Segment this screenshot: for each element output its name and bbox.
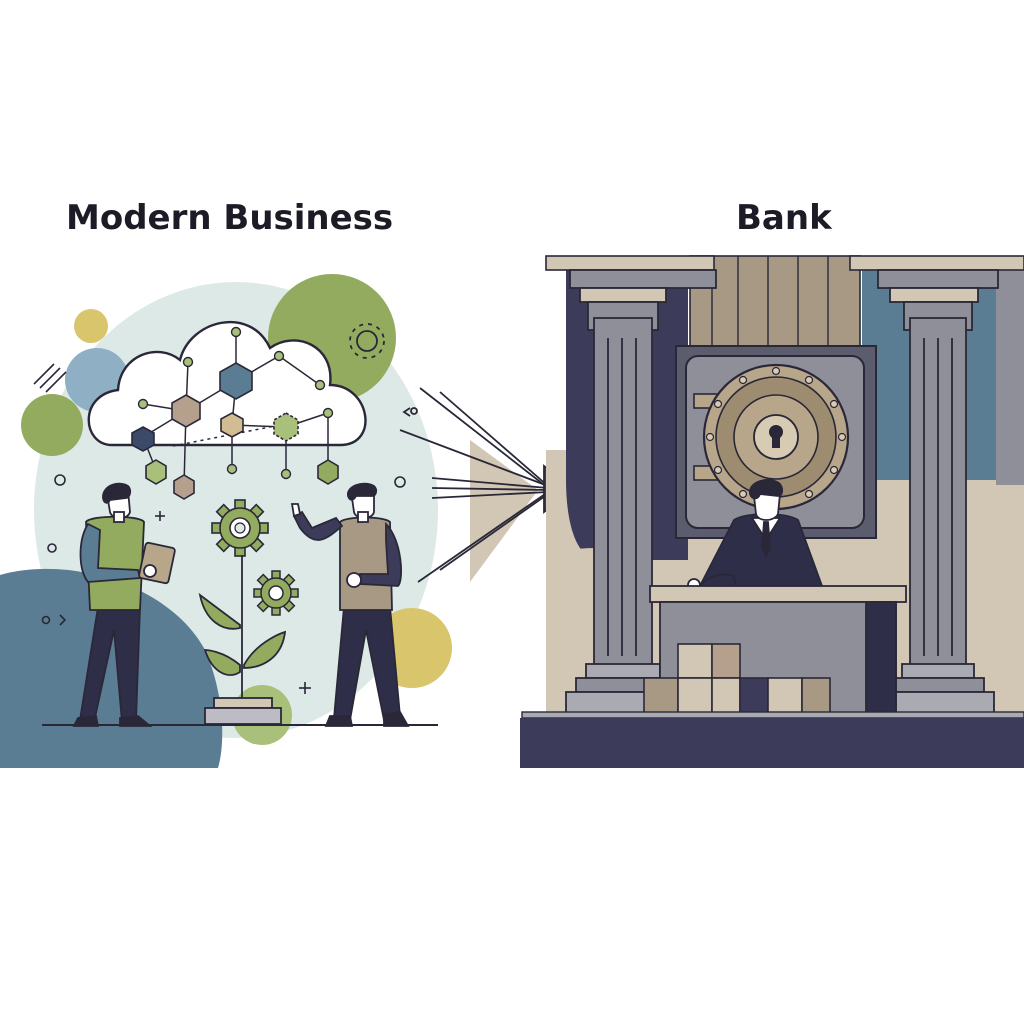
sun-ornament-icon — [349, 323, 385, 359]
wood-panel-top — [689, 255, 861, 349]
bank-title: Bank — [736, 198, 832, 238]
bank-wall-gray-strip — [996, 270, 1024, 485]
column-right — [877, 269, 999, 715]
network-hexagons — [131, 362, 339, 500]
green-circle-left — [21, 394, 83, 456]
entablature-left — [545, 255, 715, 271]
network-nodes — [137, 326, 334, 480]
decorative-plus-signs — [155, 511, 311, 694]
stacked-boxes — [643, 643, 831, 715]
modern-business-panel — [0, 274, 452, 768]
vault-door-icon — [675, 345, 877, 539]
wood-panel-slats — [711, 256, 829, 348]
modern-business-title: Modern Business — [66, 198, 394, 238]
blue-corner-blob — [0, 568, 223, 768]
keyhole-icon — [753, 414, 799, 460]
decorative-dots — [41, 474, 406, 625]
person-pointing — [290, 482, 410, 727]
bank-floor-trim — [521, 711, 1024, 719]
yellow-circle-small — [74, 309, 108, 343]
bank-floor — [520, 718, 1024, 768]
vault-bolts — [705, 366, 847, 499]
small-chevron-icon — [59, 614, 67, 626]
entablature-right — [849, 255, 1024, 271]
decorative-hatch-lines — [33, 363, 67, 393]
bank-panel — [520, 255, 1024, 768]
column-left — [565, 269, 717, 715]
banker-figure — [687, 479, 824, 592]
gear-icon — [211, 499, 269, 557]
gear-small-icon — [253, 570, 299, 616]
plant-icon — [198, 555, 287, 725]
arrow-right-icon — [399, 387, 576, 583]
person-with-tablet — [72, 482, 176, 727]
